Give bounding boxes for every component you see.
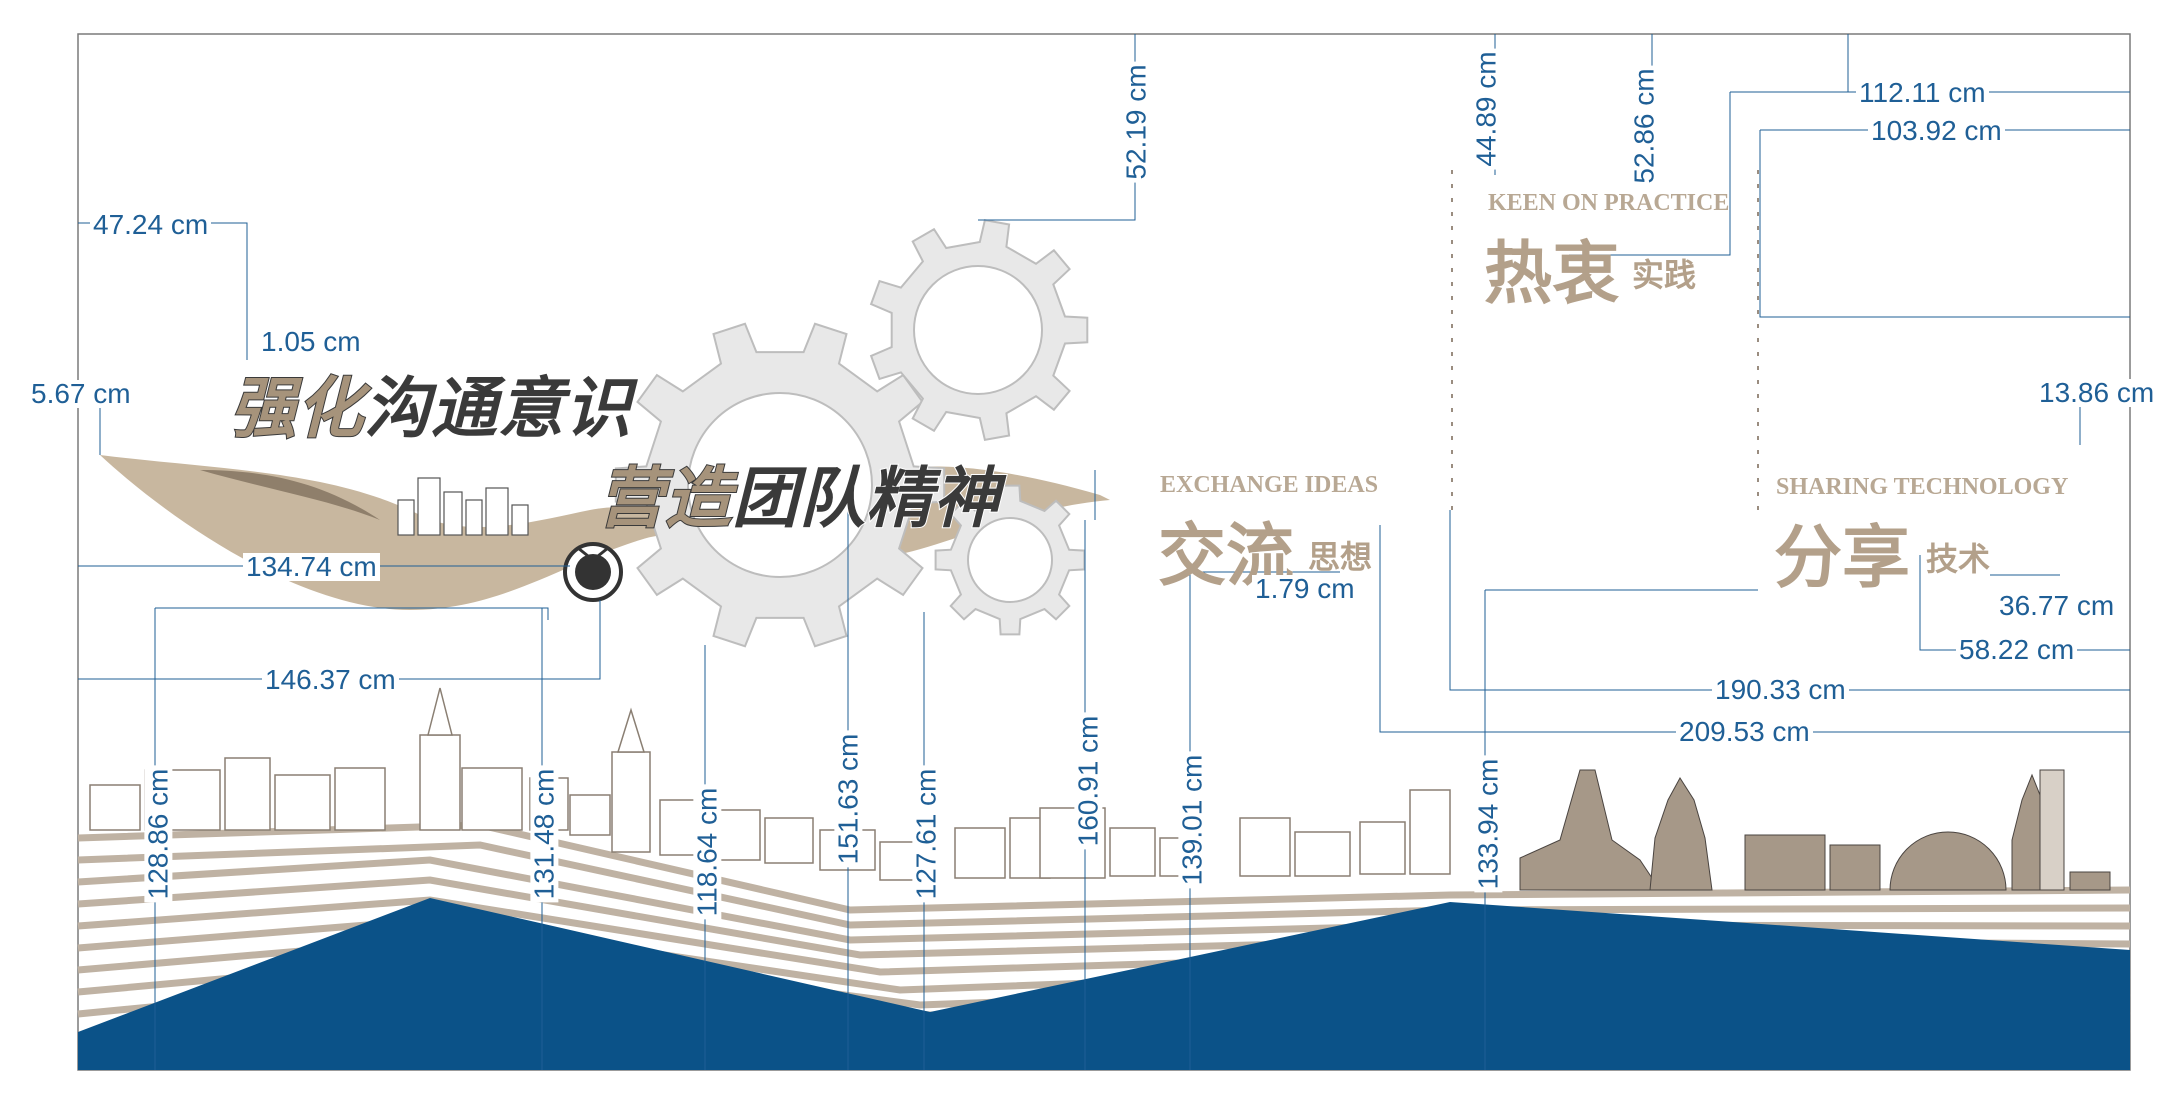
block-cn-small-keen: 实践	[1632, 256, 1697, 294]
slogan-line-2: 营造团队精神	[597, 445, 1000, 541]
dim-label: 103.92 cm	[1868, 117, 2005, 145]
dim-label: 112.11 cm	[1856, 79, 1989, 107]
block-en-exchange: EXCHANGE IDEAS	[1160, 472, 1379, 498]
dim-label: 151.63 cm	[832, 730, 863, 868]
dim-label: 146.37 cm	[262, 666, 399, 694]
slogan-line-2-gold: 营造	[597, 459, 732, 538]
block-cn-small-sharing: 技术	[1926, 540, 1991, 578]
dim-label: 44.89 cm	[1471, 48, 1502, 170]
dim-label: 13.86 cm	[2036, 379, 2158, 407]
dim-label: 209.53 cm	[1676, 718, 1813, 746]
blue-ground	[78, 898, 2130, 1070]
slogan-line-2-dark: 团队精神	[731, 459, 1000, 538]
gear-icon-large	[614, 322, 946, 648]
city-skyline	[89, 687, 1451, 881]
dim-label: 139.01 cm	[1176, 751, 1207, 889]
medal-icon	[563, 542, 623, 602]
dim-label: 36.77 cm	[1996, 592, 2118, 620]
dim-label: 160.91 cm	[1072, 712, 1103, 850]
slogan-line-1-gold: 强化	[229, 369, 364, 448]
dim-label: 128.86 cm	[142, 765, 173, 903]
block-cn-keen: 热衷	[1484, 234, 1621, 314]
block-cn-small-exchange: 思想	[1308, 538, 1373, 576]
block-en-keen: KEEN ON PRACTICE	[1488, 190, 1730, 216]
dim-label: 131.48 cm	[528, 765, 559, 903]
gears	[614, 219, 1089, 648]
dim-label: 118.64 cm	[691, 784, 722, 920]
slogan-line-1-dark: 沟通意识	[363, 369, 632, 448]
dim-label: 133.94 cm	[1472, 755, 1503, 893]
ribbon-city	[397, 477, 529, 536]
dim-label: 1.79 cm	[1252, 575, 1358, 603]
dim-label: 58.22 cm	[1956, 636, 2078, 664]
block-cn-sharing: 分享	[1774, 518, 1911, 598]
slogan-line-1: 强化沟通意识	[229, 355, 632, 451]
dim-label: 1.05 cm	[258, 328, 364, 356]
dim-label: 190.33 cm	[1712, 676, 1849, 704]
gear-icon-top	[869, 219, 1089, 441]
dim-label: 47.24 cm	[90, 211, 212, 239]
dim-label: 52.86 cm	[1629, 65, 1660, 187]
landmark-silhouettes	[1519, 769, 2111, 891]
dim-label: 5.67 cm	[28, 380, 134, 408]
dim-label: 134.74 cm	[243, 553, 380, 581]
gold-ribbon-shadow	[200, 470, 380, 520]
dim-label: 52.19 cm	[1121, 61, 1152, 183]
block-en-sharing: SHARING TECHNOLOGY	[1776, 474, 2069, 500]
gear-icon-small	[934, 484, 1086, 636]
dim-label: 127.61 cm	[910, 765, 941, 903]
